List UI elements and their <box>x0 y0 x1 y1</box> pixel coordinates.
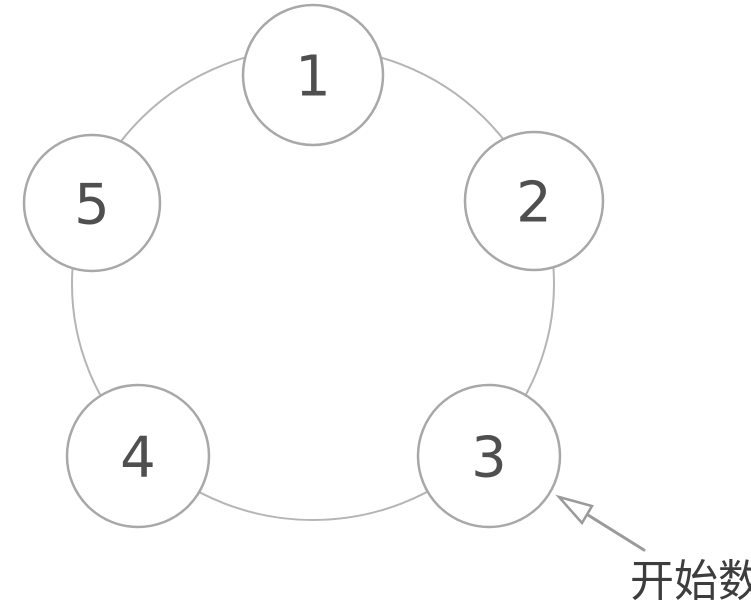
start-arrow <box>555 494 646 552</box>
node-circle-4 <box>65 383 211 529</box>
node-label-2: 2 <box>516 171 552 236</box>
node-circle-5 <box>22 133 162 273</box>
node-label-4: 4 <box>120 426 156 491</box>
node-circle-3 <box>416 383 562 529</box>
node-circle-2 <box>463 130 605 272</box>
arrow-shaft <box>586 513 646 552</box>
node-5: 5 <box>22 133 162 273</box>
node-1: 1 <box>241 3 385 147</box>
node-3: 3 <box>416 383 562 529</box>
node-layer: 1 2 3 4 5 <box>22 3 605 529</box>
arrow-head <box>555 494 594 526</box>
node-label-5: 5 <box>74 173 110 238</box>
node-circle-1 <box>241 3 385 147</box>
node-2: 2 <box>463 130 605 272</box>
start-annotation-label: 开始数 <box>630 556 751 603</box>
node-label-1: 1 <box>295 45 331 110</box>
node-4: 4 <box>65 383 211 529</box>
node-label-3: 3 <box>471 426 507 491</box>
